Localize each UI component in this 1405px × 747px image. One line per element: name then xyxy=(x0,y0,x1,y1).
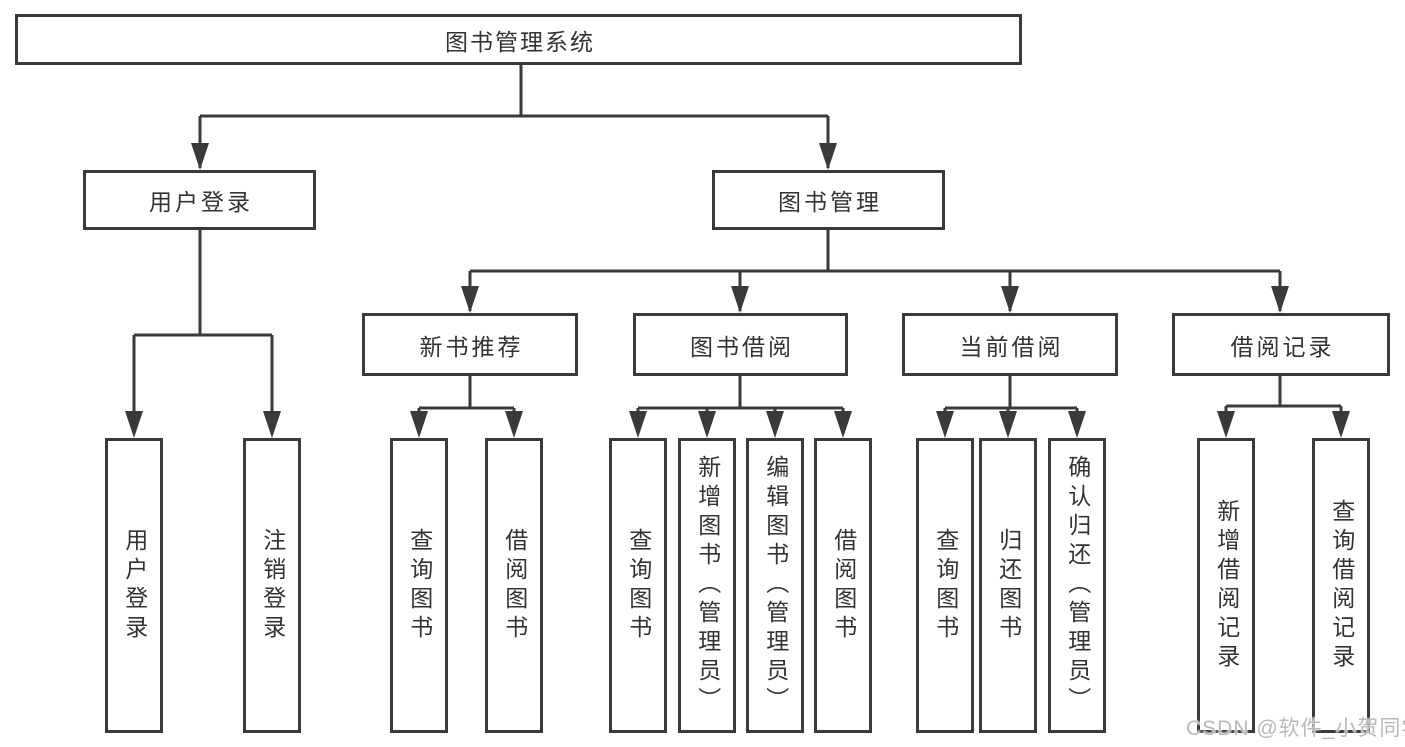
leaf-label: 查询图书 xyxy=(406,527,433,644)
leaf-label: 新增图书（管理员） xyxy=(694,455,721,716)
node-borrow-records: 借阅记录 xyxy=(1172,313,1390,376)
leaf-borrow-books-recommend: 借阅图书 xyxy=(485,438,543,733)
node-label: 用户登录 xyxy=(149,189,253,215)
leaf-label: 查询图书 xyxy=(932,527,959,644)
leaf-label: 编辑图书（管理员） xyxy=(762,455,789,716)
leaf-label: 新增借阅记录 xyxy=(1213,498,1240,673)
csdn-watermark: CSDN @软件_小贺同学 xyxy=(1186,717,1405,740)
leaf-return-books: 归还图书 xyxy=(979,438,1037,733)
leaf-borrow-books: 借阅图书 xyxy=(814,438,872,733)
leaf-edit-books-admin: 编辑图书（管理员） xyxy=(746,438,804,733)
leaf-add-books-admin: 新增图书（管理员） xyxy=(678,438,736,733)
node-user-login-branch: 用户登录 xyxy=(83,170,316,230)
leaf-label: 归还图书 xyxy=(995,527,1022,644)
leaf-label: 查询图书 xyxy=(625,527,652,644)
leaf-confirm-return-admin: 确认归还（管理员） xyxy=(1048,438,1106,733)
connector-paths xyxy=(132,64,1343,434)
leaf-query-borrow-record: 查询借阅记录 xyxy=(1312,438,1370,733)
leaf-label: 确认归还（管理员） xyxy=(1064,455,1091,716)
node-root-system: 图书管理系统 xyxy=(15,14,1022,65)
arrowheads xyxy=(125,143,1350,438)
node-label: 借阅记录 xyxy=(1230,333,1335,360)
leaf-user-login: 用户登录 xyxy=(105,438,163,733)
leaf-add-borrow-record: 新增借阅记录 xyxy=(1197,438,1255,733)
node-label: 当前借阅 xyxy=(959,333,1064,360)
leaf-query-books-recommend: 查询图书 xyxy=(390,438,448,733)
node-label: 新书推荐 xyxy=(419,333,524,360)
node-current-borrow: 当前借阅 xyxy=(902,313,1118,376)
node-label: 图书管理系统 xyxy=(445,28,595,55)
node-label: 图书管理 xyxy=(778,189,882,215)
leaf-label: 查询借阅记录 xyxy=(1328,498,1355,673)
leaf-label: 借阅图书 xyxy=(501,527,528,644)
node-label: 图书借阅 xyxy=(690,333,794,360)
leaf-query-books-borrow: 查询图书 xyxy=(609,438,667,733)
leaf-label: 注销登录 xyxy=(259,527,286,644)
leaf-label: 借阅图书 xyxy=(830,527,857,644)
leaf-label: 用户登录 xyxy=(121,527,148,644)
leaf-logout: 注销登录 xyxy=(243,438,301,733)
node-new-book-recommend: 新书推荐 xyxy=(362,313,578,376)
leaf-query-books-current: 查询图书 xyxy=(916,438,974,733)
node-book-management-branch: 图书管理 xyxy=(712,170,945,230)
node-book-borrow: 图书借阅 xyxy=(633,313,848,376)
